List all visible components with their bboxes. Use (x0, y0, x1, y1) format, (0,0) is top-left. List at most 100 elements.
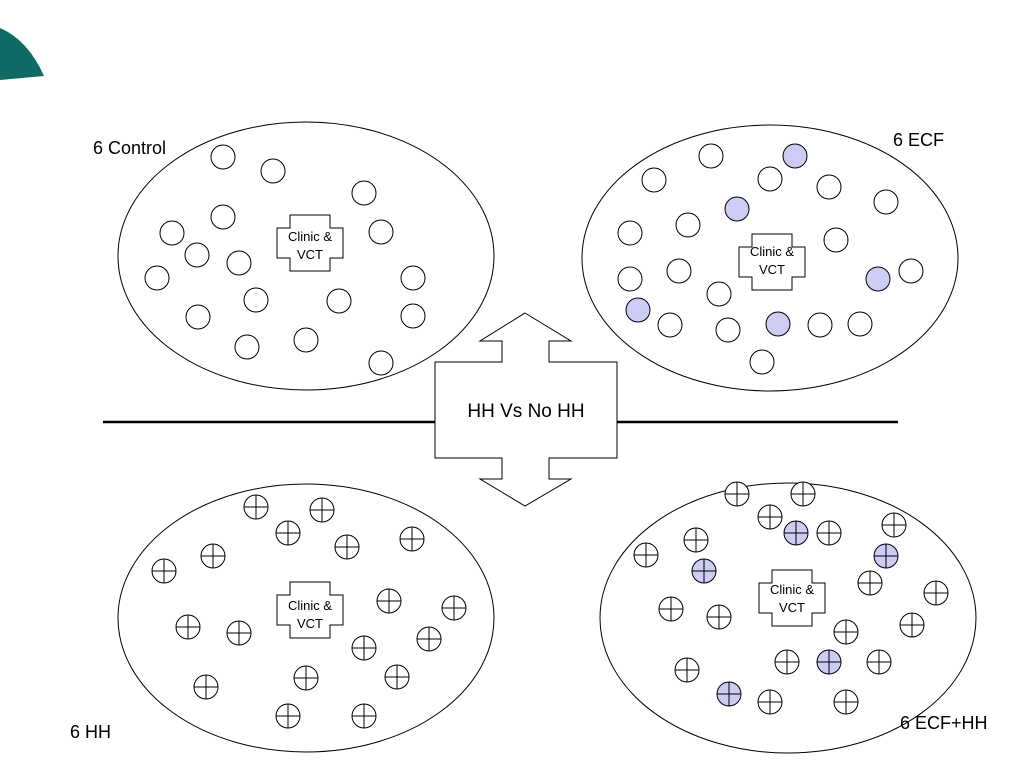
quadrant-title: 6 ECF (893, 130, 944, 150)
cluster-marker (617, 266, 643, 292)
cluster-marker (185, 304, 211, 330)
clinic-label-line2: VCT (297, 616, 323, 631)
clinic-label-line2: VCT (779, 600, 805, 615)
plus-sign-icon (417, 627, 441, 651)
plus-sign-icon (194, 675, 218, 699)
cluster-marker (816, 520, 842, 546)
cluster-marker (807, 312, 833, 338)
plus-sign-icon (791, 482, 815, 506)
plus-sign-icon (784, 521, 808, 545)
plus-sign-icon (867, 650, 891, 674)
cluster-marker (234, 334, 260, 360)
plus-sign-icon (659, 597, 683, 621)
cluster-marker (683, 527, 709, 553)
plus-sign-icon (817, 650, 841, 674)
cluster-marker (873, 189, 899, 215)
plus-sign-icon (758, 690, 782, 714)
cluster-marker (633, 542, 659, 568)
cluster-markers (617, 143, 924, 375)
plus-sign-icon (276, 521, 300, 545)
plus-sign-icon (442, 596, 466, 620)
cluster-marker (617, 220, 643, 246)
cluster-marker (275, 520, 301, 546)
cluster-marker (674, 657, 700, 683)
cluster-marker (193, 674, 219, 700)
highlighted-cluster-marker (865, 266, 891, 292)
cluster-marker (675, 212, 701, 238)
cluster-marker (400, 303, 426, 329)
plus-sign-icon (692, 559, 716, 583)
cluster-marker (334, 534, 360, 560)
highlighted-cluster-marker (783, 520, 809, 546)
cluster-markers (144, 144, 426, 376)
plus-sign-icon (634, 543, 658, 567)
cluster-marker (724, 481, 750, 507)
clinic-vct-icon: Clinic & VCT (738, 233, 806, 291)
cluster-marker (757, 504, 783, 530)
quadrant-title: 6 ECF+HH (900, 713, 988, 733)
cluster-marker (706, 281, 732, 307)
cluster-marker (666, 258, 692, 284)
highlighted-cluster-marker (724, 196, 750, 222)
quadrant-title: 6 HH (70, 722, 111, 742)
cluster-marker (816, 174, 842, 200)
highlighted-cluster-marker (691, 558, 717, 584)
cluster-marker (226, 250, 252, 276)
cluster-marker (923, 580, 949, 606)
cluster-marker (200, 543, 226, 569)
cluster-marker (416, 626, 442, 652)
clinic-label-line2: VCT (297, 247, 323, 262)
cluster-marker (144, 265, 170, 291)
plus-sign-icon (874, 544, 898, 568)
cluster-marker (790, 481, 816, 507)
cluster-marker (309, 497, 335, 523)
cluster-marker (881, 512, 907, 538)
cluster-marker (243, 287, 269, 313)
clinic-vct-icon: Clinic & VCT (276, 581, 344, 639)
clinic-label-line1: Clinic & (770, 582, 814, 597)
cluster-marker (151, 558, 177, 584)
cluster-marker (351, 635, 377, 661)
clinic-vct-icon: Clinic & VCT (276, 214, 344, 272)
plus-sign-icon (684, 528, 708, 552)
plus-sign-icon (707, 605, 731, 629)
cluster-marker (326, 288, 352, 314)
cluster-marker (833, 619, 859, 645)
cluster-marker (210, 204, 236, 230)
plus-sign-icon (310, 498, 334, 522)
cluster-marker (757, 166, 783, 192)
plus-sign-icon (294, 666, 318, 690)
plus-sign-icon (385, 665, 409, 689)
cluster-marker (657, 312, 683, 338)
comparison-arrow: HH Vs No HH (434, 312, 618, 507)
clinic-label-line1: Clinic & (288, 598, 332, 613)
plus-sign-icon (758, 505, 782, 529)
cluster-markers (151, 494, 467, 729)
plus-sign-icon (675, 658, 699, 682)
corner-logo-shape (0, 28, 44, 80)
cluster-marker (184, 242, 210, 268)
cluster-marker (658, 596, 684, 622)
quadrant-title: 6 Control (93, 138, 166, 158)
plus-sign-icon (775, 650, 799, 674)
cluster-marker (351, 703, 377, 729)
clinic-label-line1: Clinic & (288, 229, 332, 244)
plus-sign-icon (335, 535, 359, 559)
cluster-marker (898, 258, 924, 284)
cluster-marker (275, 703, 301, 729)
plus-sign-icon (834, 690, 858, 714)
plus-sign-icon (227, 621, 251, 645)
plus-sign-icon (377, 589, 401, 613)
plus-sign-icon (924, 581, 948, 605)
cluster-marker (857, 570, 883, 596)
cluster-marker (376, 588, 402, 614)
cluster-marker (293, 665, 319, 691)
cluster-marker (899, 612, 925, 638)
cluster-marker (159, 220, 185, 246)
cluster-marker (715, 317, 741, 343)
plus-sign-icon (352, 704, 376, 728)
cluster-marker (368, 350, 394, 376)
cluster-marker (293, 327, 319, 353)
